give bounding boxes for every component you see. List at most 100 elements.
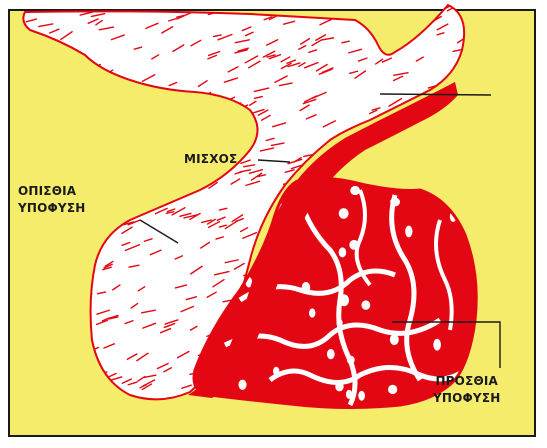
fiber-stroke — [71, 136, 78, 139]
fiber-stroke — [463, 169, 475, 176]
fiber-stroke — [382, 153, 390, 154]
fiber-stroke — [168, 133, 181, 138]
fiber-stroke — [52, 94, 60, 97]
fiber-stroke — [53, 307, 63, 314]
fiber-stroke — [461, 9, 468, 12]
fiber-stroke — [465, 11, 474, 14]
fiber-stroke — [61, 297, 72, 303]
fiber-stroke — [156, 158, 170, 162]
fiber-stroke — [81, 93, 90, 99]
leader-top — [380, 94, 491, 95]
fiber-stroke — [74, 340, 87, 343]
fiber-stroke — [440, 130, 449, 135]
fiber-stroke — [389, 164, 400, 167]
fiber-stroke — [461, 210, 470, 215]
fiber-stroke — [447, 136, 459, 141]
fiber-stroke — [463, 135, 476, 141]
fiber-stroke — [290, 8, 298, 10]
cell-nucleus — [302, 282, 311, 294]
fiber-stroke — [402, 21, 409, 22]
fiber-stroke — [74, 130, 84, 132]
fiber-stroke — [55, 354, 61, 358]
fiber-stroke — [25, 317, 32, 322]
cell-nucleus — [358, 391, 365, 401]
fiber-stroke — [93, 73, 106, 79]
fiber-stroke — [314, 9, 320, 13]
fiber-stroke — [103, 145, 117, 149]
fiber-stroke — [43, 7, 50, 11]
fiber-stroke — [23, 303, 36, 309]
fiber-stroke — [104, 128, 111, 130]
fiber-stroke — [144, 144, 152, 149]
cell-nucleus — [390, 198, 400, 207]
fiber-stroke — [79, 79, 92, 82]
fiber-stroke — [39, 273, 52, 280]
fiber-stroke — [58, 324, 67, 327]
anterior-label-line2: ΥΠΟΦΥΣΗ — [433, 390, 500, 407]
fiber-stroke — [410, 171, 420, 174]
fiber-stroke — [76, 372, 88, 374]
fiber-stroke — [138, 115, 147, 117]
cell-nucleus — [273, 367, 279, 376]
cell-nucleus — [339, 208, 349, 219]
fiber-stroke — [73, 80, 81, 85]
stalk-label: ΜΙΣΧΟΣ — [184, 151, 237, 168]
cell-nucleus — [347, 356, 355, 364]
fiber-stroke — [110, 213, 118, 218]
fiber-stroke — [97, 394, 106, 399]
fiber-stroke — [364, 16, 373, 20]
fiber-stroke — [140, 109, 153, 117]
fiber-stroke — [23, 177, 33, 182]
fiber-stroke — [124, 203, 136, 211]
fiber-stroke — [131, 172, 140, 175]
fiber-stroke — [23, 82, 29, 86]
fiber-stroke — [83, 71, 90, 74]
fiber-stroke — [90, 242, 97, 246]
fiber-stroke — [208, 102, 217, 106]
fiber-stroke — [376, 15, 386, 20]
anterior-label-line1: ΠΡΟΣΘΙΑ — [433, 373, 500, 390]
fiber-stroke — [105, 389, 114, 391]
fiber-stroke — [49, 146, 57, 150]
fiber-stroke — [182, 104, 190, 109]
fiber-stroke — [461, 152, 473, 155]
fiber-stroke — [38, 79, 49, 87]
fiber-stroke — [26, 103, 33, 107]
fiber-stroke — [458, 136, 464, 140]
fiber-stroke — [458, 119, 465, 123]
fiber-stroke — [153, 400, 159, 404]
fiber-stroke — [159, 191, 166, 196]
fiber-stroke — [343, 175, 351, 179]
fiber-stroke — [319, 6, 329, 11]
fiber-stroke — [321, 8, 329, 11]
fiber-stroke — [337, 12, 344, 16]
fiber-stroke — [420, 142, 428, 146]
fiber-stroke — [50, 245, 63, 251]
fiber-stroke — [210, 144, 217, 147]
fiber-stroke — [82, 105, 93, 112]
fiber-stroke — [59, 144, 67, 147]
cell-nucleus — [361, 300, 370, 310]
fiber-stroke — [153, 89, 160, 91]
cell-nucleus — [327, 349, 335, 359]
fiber-stroke — [447, 125, 460, 129]
posterior-label-line2: ΥΠΟΦΥΣΗ — [18, 200, 85, 217]
fiber-stroke — [420, 18, 428, 22]
fiber-stroke — [29, 141, 37, 144]
fiber-stroke — [30, 336, 39, 339]
posterior-pituitary-label: ΟΠΙΣΘΙΑ ΥΠΟΦΥΣΗ — [18, 183, 85, 217]
fiber-stroke — [196, 144, 205, 148]
fiber-stroke — [195, 107, 204, 109]
fiber-stroke — [43, 147, 53, 149]
fiber-stroke — [29, 126, 39, 133]
anterior-pituitary-label: ΠΡΟΣΘΙΑ ΥΠΟΦΥΣΗ — [433, 373, 500, 407]
fiber-stroke — [120, 144, 128, 148]
cell-nucleus — [405, 226, 412, 238]
fiber-stroke — [34, 90, 46, 98]
fiber-stroke — [41, 169, 53, 173]
fiber-stroke — [466, 174, 480, 179]
fiber-stroke — [22, 234, 34, 238]
fiber-stroke — [57, 285, 69, 291]
fiber-stroke — [199, 119, 205, 122]
